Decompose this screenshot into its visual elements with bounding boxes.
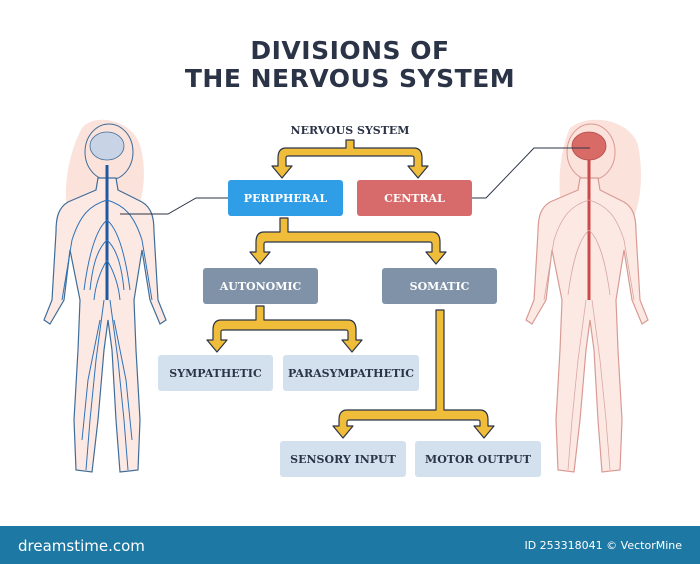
footer-credit: ID 253318041 © VectorMine	[524, 539, 682, 552]
motor-output-node: MOTOR OUTPUT	[415, 441, 541, 477]
pointer-lines	[120, 147, 590, 215]
parasympathetic-node: PARASYMPATHETIC	[283, 355, 419, 391]
right-body-figure	[525, 119, 649, 473]
sympathetic-node: SYMPATHETIC	[158, 355, 273, 391]
diagram-graphics	[43, 119, 649, 473]
title-line-1: DIVISIONS OF	[250, 36, 450, 65]
connector-arrows	[206, 139, 495, 439]
left-body-figure	[43, 119, 167, 473]
footer-brand: dreamstime.com	[18, 537, 145, 555]
footer-bar: dreamstime.com ID 253318041 © VectorMine	[0, 526, 700, 564]
central-node: CENTRAL	[357, 180, 472, 216]
peripheral-node: PERIPHERAL	[228, 180, 343, 216]
autonomic-node: AUTONOMIC	[203, 268, 318, 304]
nervous-system-label: NERVOUS SYSTEM	[290, 124, 410, 137]
title-line-2: THE NERVOUS SYSTEM	[184, 64, 516, 93]
somatic-node: SOMATIC	[382, 268, 497, 304]
sensory-input-node: SENSORY INPUT	[280, 441, 406, 477]
